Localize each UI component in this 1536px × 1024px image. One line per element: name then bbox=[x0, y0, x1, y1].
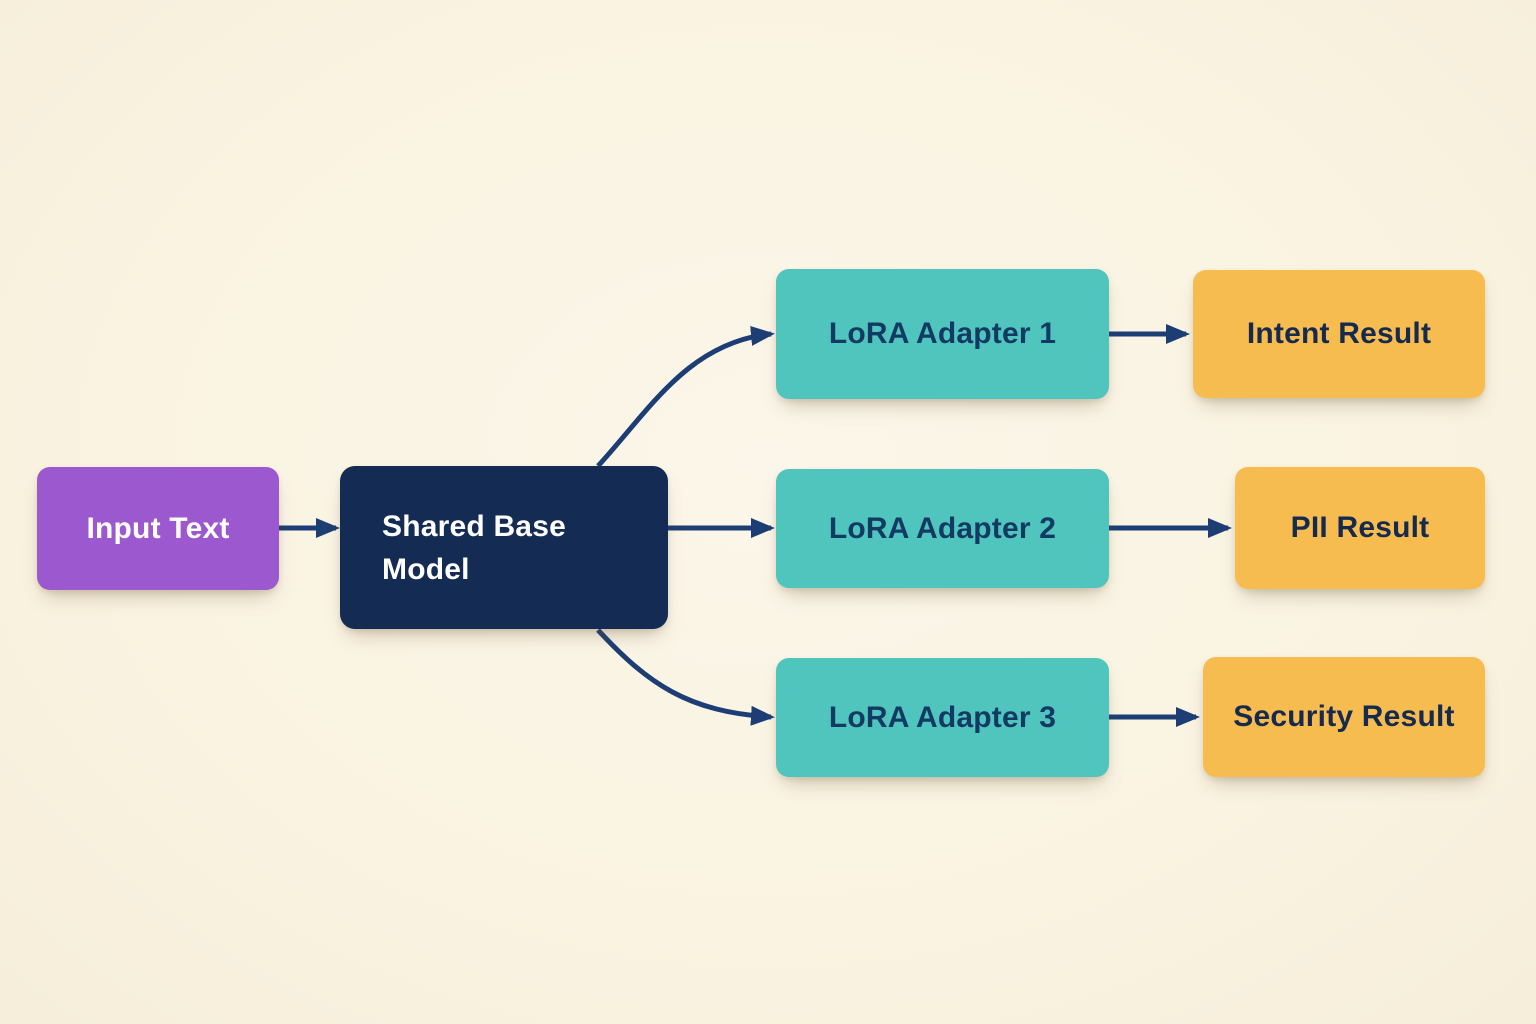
node-intent-result: Intent Result bbox=[1193, 270, 1485, 398]
node-lora-adapter-1-label: LoRA Adapter 1 bbox=[828, 317, 1057, 350]
node-shared-base-model-label: Shared Base Model bbox=[382, 509, 566, 586]
node-pii-result-label: PII Result bbox=[1290, 511, 1430, 544]
node-security-result: Security Result bbox=[1203, 657, 1485, 777]
node-intent-result-label: Intent Result bbox=[1246, 317, 1432, 350]
node-lora-adapter-3-label: LoRA Adapter 3 bbox=[828, 700, 1057, 734]
node-input-text-label: Input Text bbox=[86, 511, 230, 545]
node-input-text: Input Text bbox=[37, 467, 279, 590]
node-lora-adapter-2-label: LoRA Adapter 2 bbox=[828, 511, 1057, 545]
node-lora-adapter-3: LoRA Adapter 3 bbox=[776, 658, 1109, 777]
node-lora-adapter-2: LoRA Adapter 2 bbox=[776, 469, 1109, 588]
node-security-result-label: Security Result bbox=[1233, 700, 1455, 733]
node-pii-result: PII Result bbox=[1235, 467, 1485, 589]
edge-base-to-adapter3 bbox=[596, 628, 775, 726]
node-shared-base-model: Shared Base Model bbox=[340, 466, 668, 629]
edge-base-to-adapter1 bbox=[596, 325, 775, 468]
node-lora-adapter-1: LoRA Adapter 1 bbox=[776, 269, 1109, 399]
